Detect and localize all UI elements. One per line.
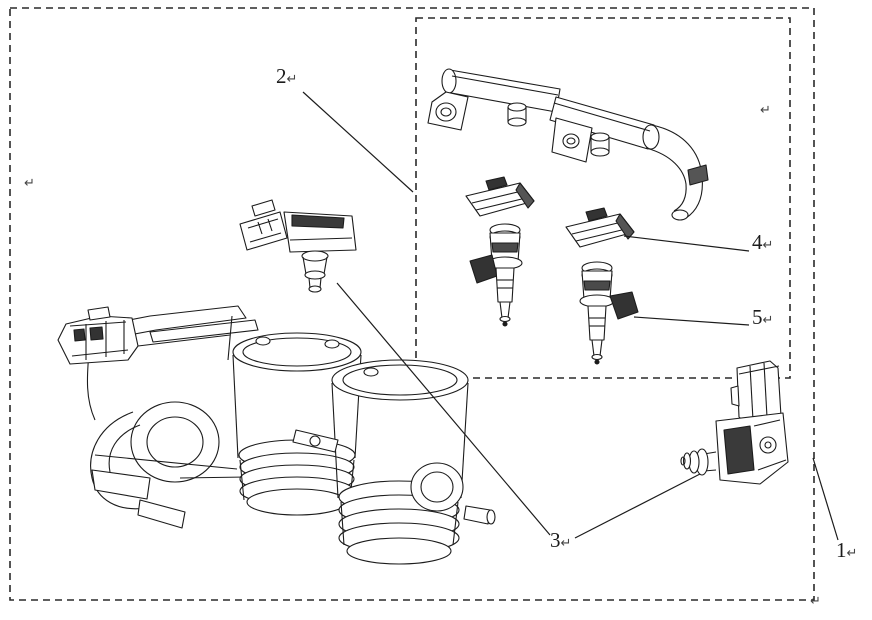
injector-connector-tab — [469, 254, 498, 284]
injector-clip-left — [465, 176, 535, 217]
return-mark: ↵ — [24, 175, 35, 190]
harness-connector — [57, 315, 139, 365]
side-port — [410, 462, 464, 512]
leader-line-3a — [336, 282, 551, 536]
return-mark: ↵ — [762, 312, 774, 327]
leader-line-5 — [633, 316, 750, 326]
callout-1-number: 1 — [836, 538, 847, 562]
throttle-position-sensor — [680, 360, 789, 485]
hose-clamp — [687, 164, 709, 186]
leader-line-4 — [623, 235, 750, 252]
rail-mount-tab-mid — [551, 117, 593, 163]
callout-3-number: 3 — [550, 528, 561, 552]
callout-1: 1↵ — [836, 540, 857, 561]
outer-boundary — [9, 7, 815, 601]
map-sensor-connector — [239, 211, 288, 251]
return-mark: ↵ — [846, 545, 858, 560]
leader-lines — [302, 91, 839, 541]
callout-4-number: 4 — [752, 230, 763, 254]
return-mark: ↵ — [286, 71, 298, 86]
leader-line-3b — [574, 473, 701, 539]
leader-line-2 — [302, 91, 414, 193]
return-mark: ↵ — [560, 535, 572, 550]
throttle-body-assembly — [57, 305, 496, 565]
map-sensor — [239, 199, 357, 293]
return-mark: ↵ — [810, 593, 821, 608]
return-mark: ↵ — [760, 102, 771, 117]
return-mark: ↵ — [762, 237, 774, 252]
throttle-bore-left — [232, 332, 362, 372]
injector-connector-tab — [609, 291, 639, 320]
callout-5-number: 5 — [752, 305, 763, 329]
leader-line-1 — [812, 457, 839, 541]
rail-mount-tab-left — [427, 91, 469, 131]
fuel-rail — [427, 68, 709, 221]
callout-3: 3↵ — [550, 530, 571, 551]
inner-boundary — [415, 17, 791, 379]
throttle-bore-right — [331, 359, 469, 401]
fuel-injector-right — [579, 261, 639, 365]
callout-4: 4↵ — [752, 232, 773, 253]
injector-clip-right — [565, 207, 635, 248]
callout-2: 2↵ — [276, 66, 297, 87]
fuel-injector-left — [469, 223, 523, 327]
callout-5: 5↵ — [752, 307, 773, 328]
callout-2-number: 2 — [276, 64, 287, 88]
